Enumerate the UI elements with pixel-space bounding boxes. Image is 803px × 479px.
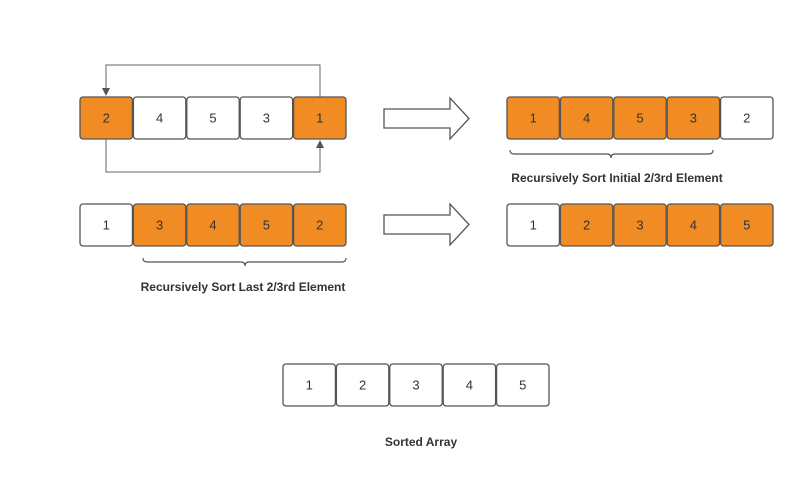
cell-box <box>79 203 134 247</box>
array-cell: 5 <box>186 96 240 140</box>
right-arrow-icon <box>383 202 470 247</box>
cell-box-highlighted <box>559 96 614 140</box>
array-cell: 5 <box>613 96 667 140</box>
cell-box-highlighted <box>132 203 187 247</box>
array-sorted: 1 2 3 4 5 <box>282 363 550 407</box>
cell-box <box>239 96 294 140</box>
array-cell: 1 <box>506 203 561 247</box>
cell-value: 4 <box>466 378 473 393</box>
cell-value: 3 <box>690 111 697 126</box>
cell-value: 1 <box>306 378 313 393</box>
swap-connector <box>102 64 324 173</box>
array-step1-before: 2 4 5 3 1 <box>79 96 347 140</box>
cell-box-highlighted <box>239 203 294 247</box>
cell-box-highlighted <box>666 96 721 140</box>
cell-value: 3 <box>156 218 163 233</box>
cell-value: 2 <box>583 218 590 233</box>
cell-value: 1 <box>316 111 323 126</box>
array-cell: 3 <box>389 363 443 407</box>
array-cell: 1 <box>506 96 561 140</box>
array-cell: 2 <box>79 96 134 140</box>
cell-value: 3 <box>263 111 270 126</box>
array-cell: 2 <box>559 203 614 247</box>
array-cell: 3 <box>132 203 187 247</box>
cell-value: 4 <box>156 111 163 126</box>
cell-box-highlighted <box>666 203 721 247</box>
cell-box <box>495 363 550 407</box>
cell-box <box>132 96 187 140</box>
cell-box-highlighted <box>186 203 240 247</box>
caption-initial: Recursively Sort Initial 2/3rd Element <box>511 171 722 185</box>
cell-box <box>389 363 443 407</box>
cell-box <box>282 363 337 407</box>
cell-box <box>506 203 561 247</box>
caption-sorted: Sorted Array <box>385 435 458 449</box>
array-cell: 2 <box>719 96 774 140</box>
array-cell: 4 <box>559 96 614 140</box>
cell-value: 4 <box>209 218 216 233</box>
cell-value: 5 <box>263 218 270 233</box>
array-cell: 4 <box>132 96 187 140</box>
cell-box <box>719 96 774 140</box>
cell-value: 5 <box>743 218 750 233</box>
array-step2-after: 1 2 3 4 5 <box>506 203 774 247</box>
curly-brace-last <box>142 257 347 267</box>
cell-value: 3 <box>412 378 419 393</box>
cell-value: 2 <box>743 111 750 126</box>
cell-value: 1 <box>530 218 537 233</box>
swap-line-bottom <box>105 139 324 173</box>
array-cell: 3 <box>239 96 294 140</box>
array-cell: 5 <box>719 203 774 247</box>
cell-box-highlighted <box>719 203 774 247</box>
curly-brace-initial <box>509 149 714 159</box>
cell-box-highlighted <box>292 203 347 247</box>
caption-last: Recursively Sort Last 2/3rd Element <box>141 280 346 294</box>
cell-value: 4 <box>583 111 590 126</box>
cell-box-highlighted <box>292 96 347 140</box>
array-step2-before: 1 3 4 5 2 <box>79 203 347 247</box>
cell-box <box>186 96 240 140</box>
array-cell: 2 <box>292 203 347 247</box>
cell-value: 2 <box>103 111 110 126</box>
cell-value: 5 <box>519 378 526 393</box>
cell-value: 1 <box>103 218 110 233</box>
cell-box-highlighted <box>559 203 614 247</box>
array-cell: 5 <box>239 203 294 247</box>
cell-value: 5 <box>636 111 643 126</box>
array-cell: 5 <box>495 363 550 407</box>
array-cell: 2 <box>335 363 390 407</box>
cell-box-highlighted <box>506 96 561 140</box>
cell-value: 2 <box>316 218 323 233</box>
array-step1-after: 1 4 5 3 2 <box>506 96 774 140</box>
cell-value: 4 <box>690 218 697 233</box>
cell-value: 3 <box>636 218 643 233</box>
cell-box <box>335 363 390 407</box>
array-cell: 4 <box>666 203 721 247</box>
array-cell: 1 <box>292 96 347 140</box>
right-arrow-icon <box>383 96 470 141</box>
cell-value: 1 <box>530 111 537 126</box>
array-cell: 1 <box>79 203 134 247</box>
cell-box <box>442 363 497 407</box>
cell-box-highlighted <box>613 203 667 247</box>
cell-value: 5 <box>209 111 216 126</box>
array-cell: 3 <box>613 203 667 247</box>
cell-value: 2 <box>359 378 366 393</box>
array-cell: 3 <box>666 96 721 140</box>
cell-box-highlighted <box>613 96 667 140</box>
array-cell: 1 <box>282 363 337 407</box>
swap-line-top <box>102 64 321 97</box>
array-cell: 4 <box>186 203 240 247</box>
array-cell: 4 <box>442 363 497 407</box>
cell-box-highlighted <box>79 96 134 140</box>
